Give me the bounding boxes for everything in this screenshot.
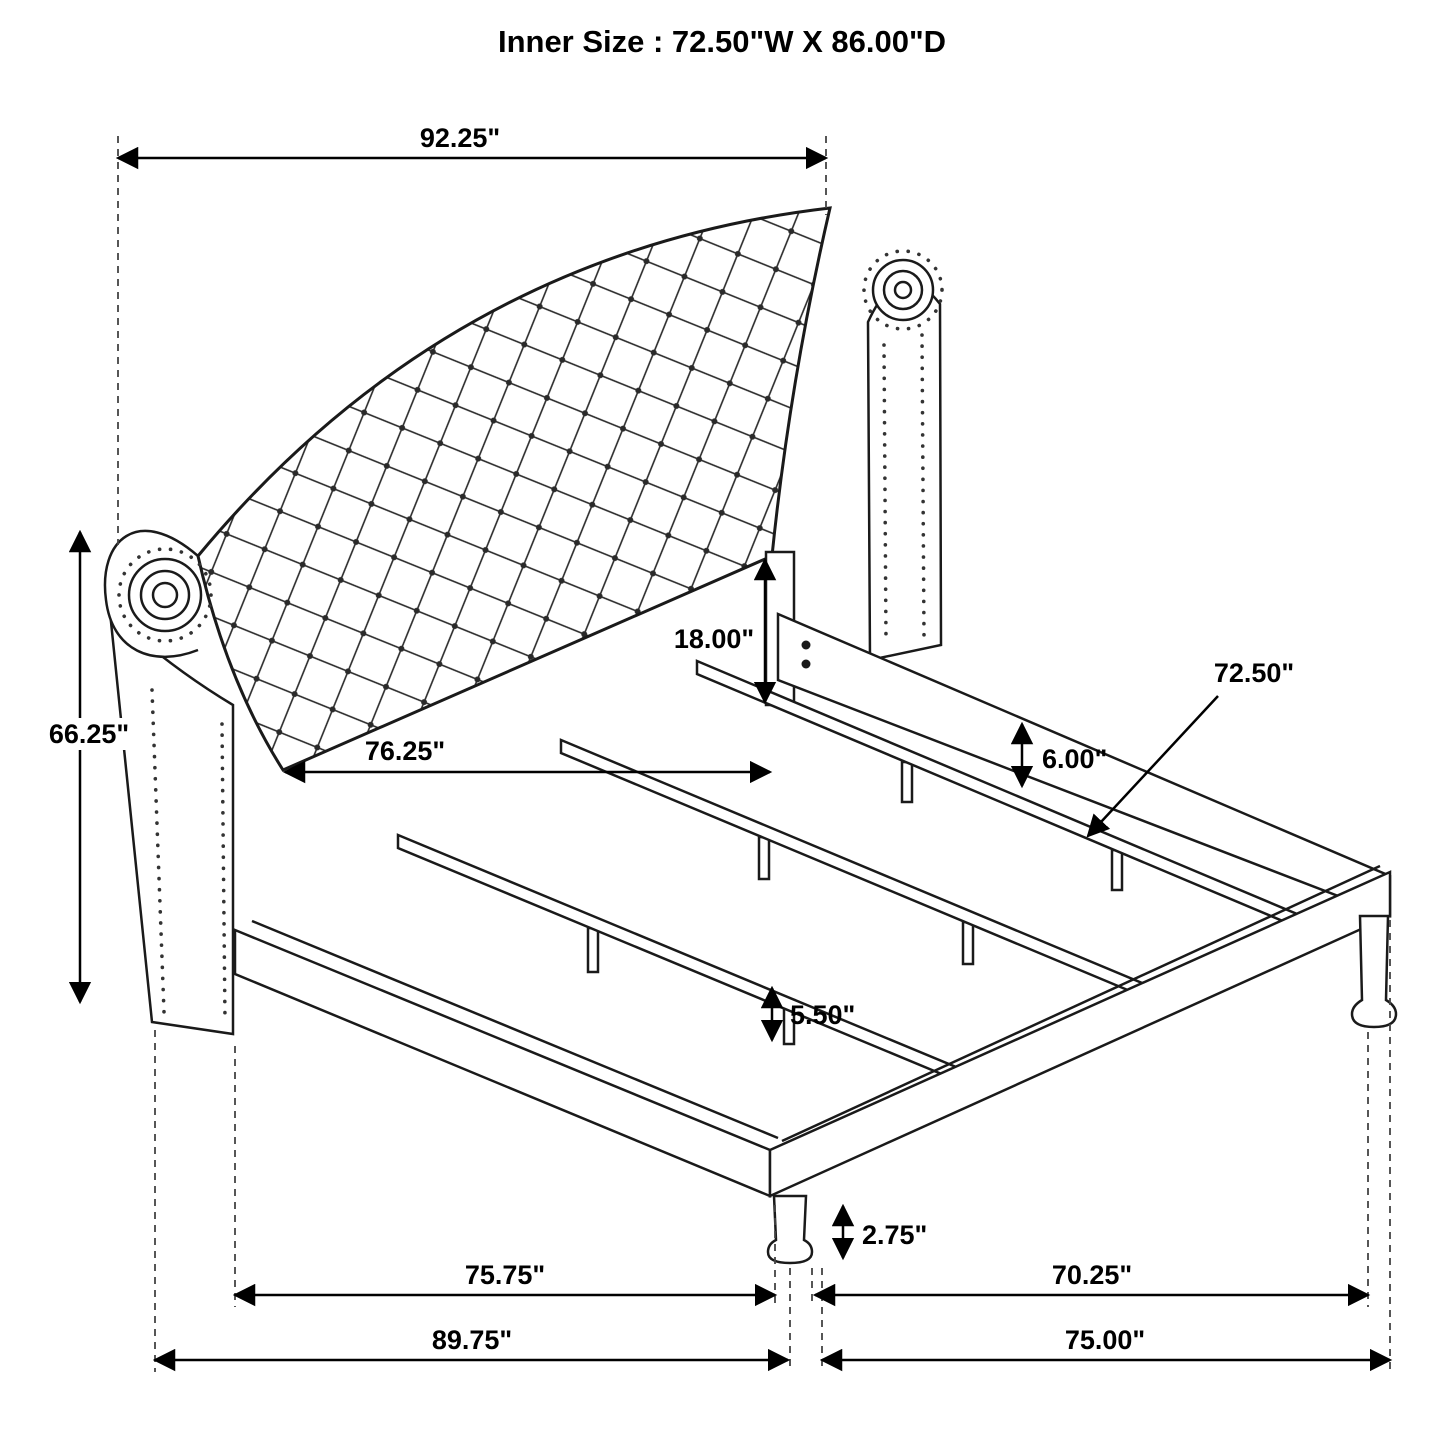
label-overall-width-bottom: 89.75" xyxy=(432,1325,512,1355)
bed-frame-rails xyxy=(233,864,1392,1198)
dimension-lines xyxy=(68,146,1393,1372)
dimension-labels: Inner Size : 72.50"W X 86.00"D 92.25" 66… xyxy=(42,24,1294,1355)
label-headboard-inner-width: 76.25" xyxy=(365,736,445,766)
bed-illustration xyxy=(103,206,1398,1265)
slat-rails xyxy=(396,659,1299,1082)
label-center-support-height: 5.50" xyxy=(790,1000,855,1030)
leader-slat-length xyxy=(1086,695,1219,838)
label-headboard-rail-gap: 18.00" xyxy=(674,624,754,654)
headboard-tufted-panel xyxy=(196,206,832,772)
headboard-left-post xyxy=(103,529,235,1036)
label-side-rail-height: 6.00" xyxy=(1042,744,1107,774)
label-foot-height: 2.75" xyxy=(862,1220,927,1250)
front-foot-leg xyxy=(766,1194,814,1265)
diagram-title: Inner Size : 72.50"W X 86.00"D xyxy=(498,24,946,59)
label-slat-length: 72.50" xyxy=(1214,658,1294,688)
nailhead-trim xyxy=(117,249,944,1022)
label-length-to-foot: 70.25" xyxy=(1052,1260,1132,1290)
extension-lines xyxy=(117,136,1391,1372)
label-inner-length-front: 75.75" xyxy=(465,1260,545,1290)
label-overall-depth: 75.00" xyxy=(1065,1325,1145,1355)
label-bg-headboard-height xyxy=(42,718,138,750)
far-foot-leg xyxy=(1350,914,1398,1029)
label-headboard-height: 66.25" xyxy=(49,719,129,749)
label-overall-width-top: 92.25" xyxy=(420,123,500,153)
